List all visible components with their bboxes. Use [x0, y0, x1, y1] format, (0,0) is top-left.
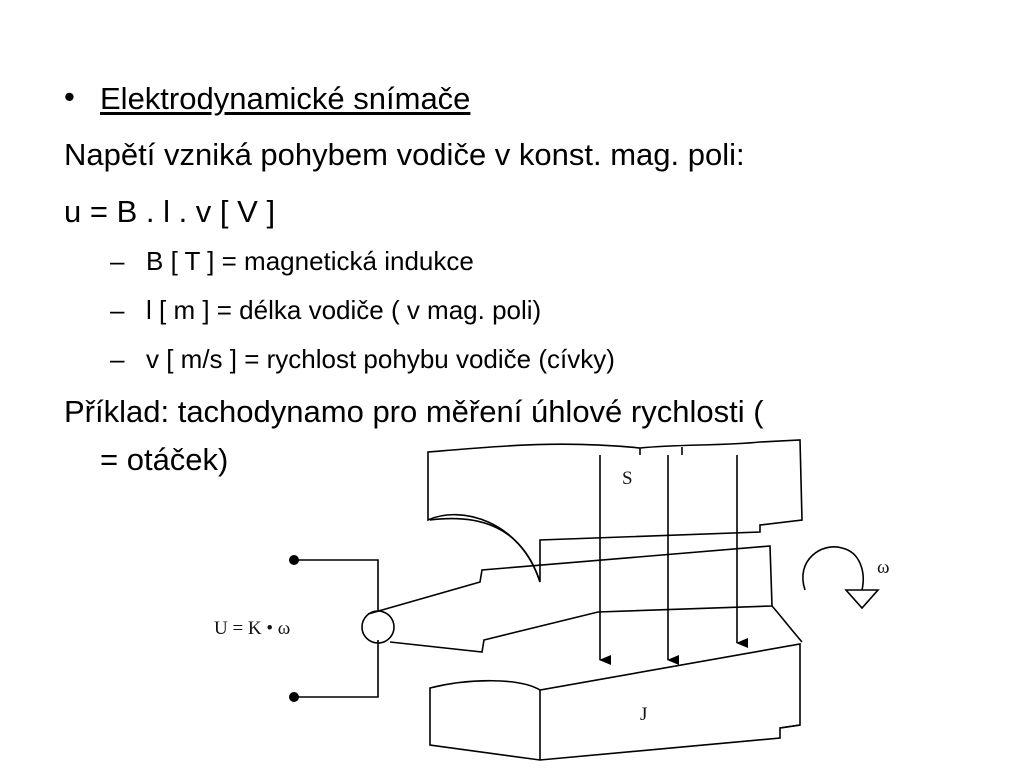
upper-magnet-pole — [427, 439, 803, 583]
principle-text: Napětí vzniká pohybem vodiče v konst. ma… — [64, 137, 745, 172]
lower-magnet-pole — [429, 643, 801, 761]
definition-l: l [ m ] = délka vodiče ( v mag. poli) — [146, 295, 542, 325]
dash-icon: – — [110, 295, 125, 325]
example-text-cont: = otáček) — [100, 442, 229, 477]
armature-shaft — [367, 545, 803, 653]
slide-heading: Elektrodynamické snímače — [100, 81, 471, 116]
terminal-wires — [294, 559, 379, 698]
definition-v: v [ m/s ] = rychlost pohybu vodiče (cívk… — [146, 344, 615, 374]
commutator-icon — [361, 610, 395, 644]
dash-icon: – — [110, 246, 125, 276]
label-omega: ω — [877, 557, 890, 578]
rotation-arrow-icon — [802, 546, 880, 610]
field-lines — [599, 455, 748, 665]
definition-b: B [ T ] = magnetická indukce — [146, 246, 474, 276]
label-formula: U = K • ω — [214, 618, 290, 639]
label-s: S — [622, 468, 633, 489]
label-j: J — [640, 704, 647, 725]
example-text: Příklad: tachodynamo pro měření úhlové r… — [64, 394, 764, 429]
dash-icon: – — [110, 344, 125, 374]
bullet-icon: • — [64, 79, 75, 114]
terminal-dot — [289, 555, 299, 565]
terminal-dot — [289, 692, 299, 702]
formula-text: u = B . l . v [ V ] — [64, 194, 276, 229]
